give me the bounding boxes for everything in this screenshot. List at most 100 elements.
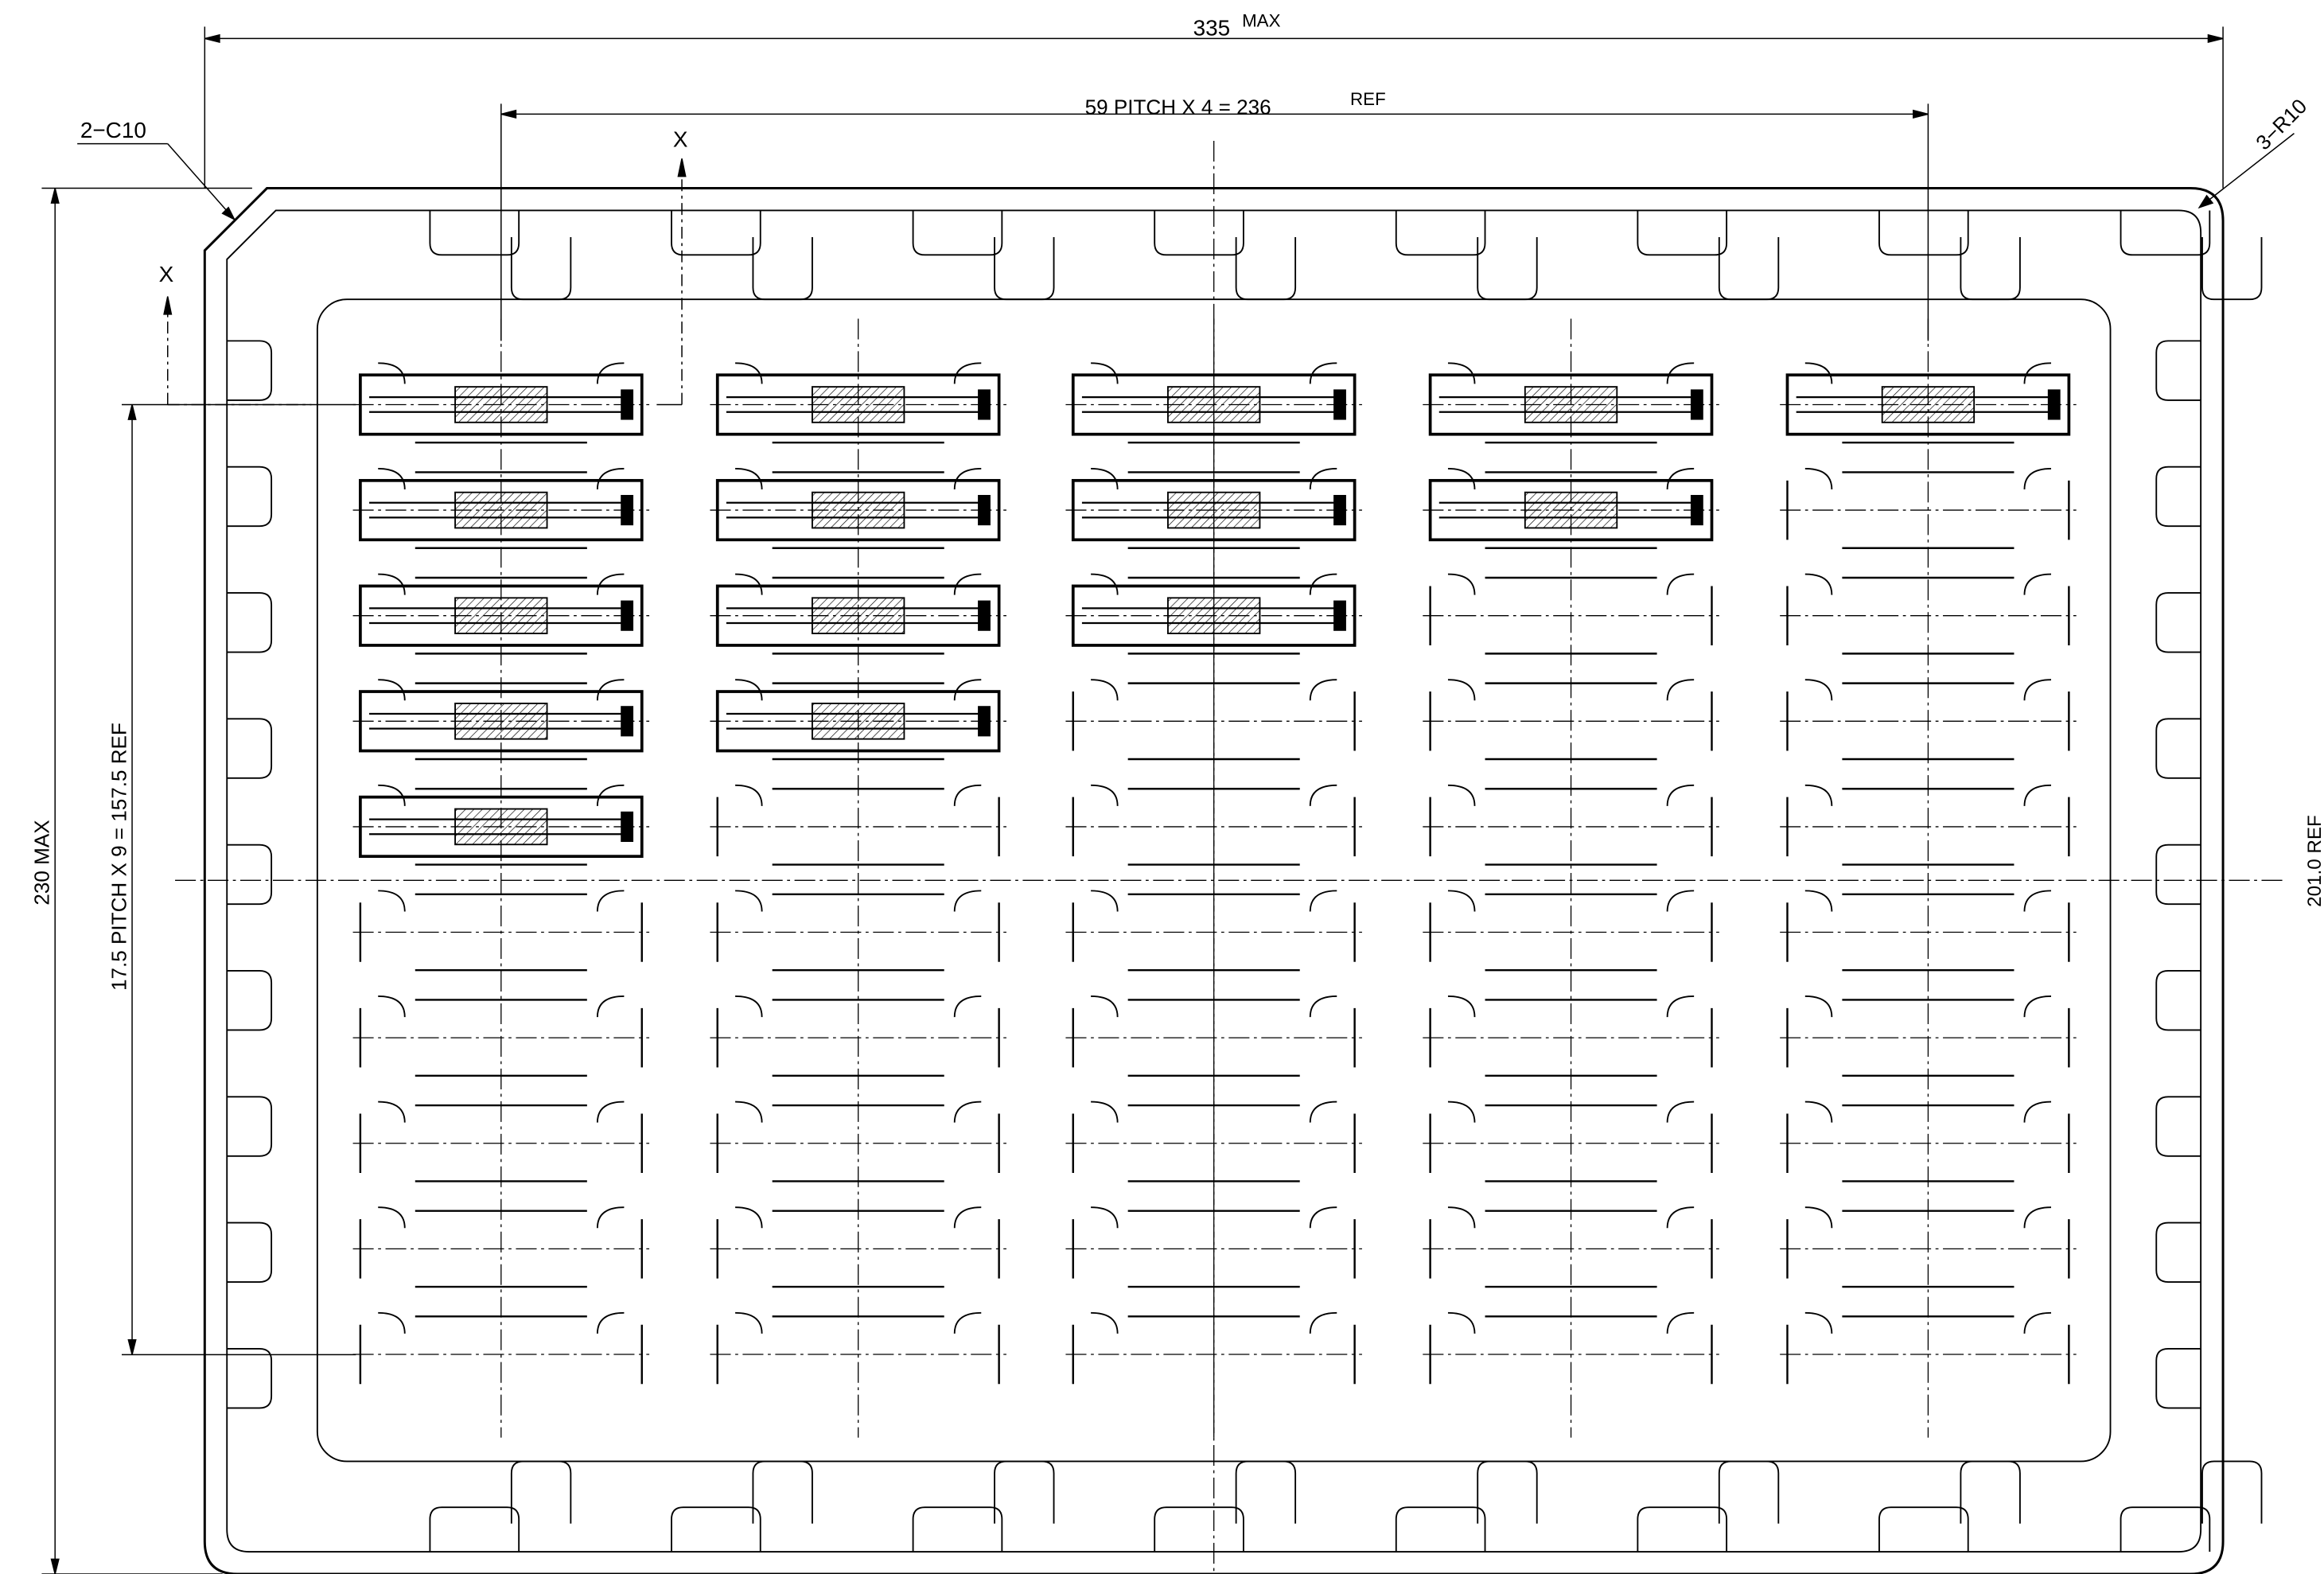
bottom-lug bbox=[1878, 1506, 1969, 1553]
loaded-part-body bbox=[359, 795, 644, 859]
loaded-part-body bbox=[359, 373, 644, 436]
cavity-corner-curves bbox=[1447, 362, 1695, 384]
top-lug bbox=[1395, 210, 1486, 256]
right-lug bbox=[2155, 718, 2201, 779]
loaded-part-hatched-label bbox=[1524, 386, 1618, 423]
right-lug bbox=[2155, 1096, 2201, 1157]
width-arrow-right bbox=[2207, 33, 2224, 44]
pitch-x-value: 59 PITCH X 4 = 236 bbox=[1085, 95, 1271, 119]
loaded-part-hatched-label bbox=[454, 597, 548, 634]
loaded-part-hatched-label bbox=[812, 386, 905, 423]
cavity-corner-curves bbox=[1447, 467, 1695, 490]
cavity-corner-curves bbox=[735, 890, 982, 912]
loaded-part-body bbox=[359, 584, 644, 647]
radius-leader-arrow bbox=[2197, 194, 2214, 209]
left-lug bbox=[227, 718, 273, 779]
cavity-side-walls bbox=[716, 902, 1000, 962]
cavity-corner-curves bbox=[378, 1311, 625, 1334]
left-lug bbox=[227, 843, 273, 906]
cavity-side-walls bbox=[1072, 1113, 1356, 1174]
perimeter-lugs bbox=[227, 210, 2263, 1553]
cavity-side-walls bbox=[1429, 1219, 1713, 1279]
cavity-corner-curves bbox=[378, 362, 625, 384]
cavity-corner-curves bbox=[735, 784, 982, 806]
loaded-part-connector bbox=[1690, 494, 1703, 526]
dimensions bbox=[41, 26, 2295, 1574]
overall-width-suffix: MAX bbox=[1242, 11, 1281, 31]
loaded-part-connector bbox=[978, 494, 991, 526]
top-lug-inner bbox=[752, 237, 813, 301]
cavity-corner-curves bbox=[1447, 890, 1695, 912]
top-lug bbox=[1637, 210, 1728, 256]
loaded-part-body bbox=[715, 478, 1001, 542]
cavity-side-walls bbox=[1072, 1007, 1356, 1068]
radius-label: 3−R10 bbox=[2251, 94, 2311, 154]
cavity-corner-curves bbox=[735, 1206, 982, 1229]
cavity-corner-curves bbox=[1091, 890, 1337, 912]
loaded-part-hatched-label bbox=[1167, 491, 1261, 529]
loaded-part-hatched-label bbox=[1167, 597, 1261, 634]
loaded-part-body bbox=[1428, 478, 1714, 542]
bottom-lug-inner bbox=[1718, 1460, 1780, 1524]
left-lug bbox=[227, 592, 273, 653]
left-lug bbox=[227, 1221, 273, 1284]
cavity-corner-curves bbox=[1447, 784, 1695, 806]
loaded-part-body bbox=[1071, 373, 1357, 436]
bottom-lug bbox=[1395, 1506, 1486, 1553]
cavity-corner-curves bbox=[378, 890, 625, 912]
loaded-part-body bbox=[359, 478, 644, 542]
loaded-part-hatched-label bbox=[812, 703, 905, 740]
loaded-part-hatched-label bbox=[812, 491, 905, 529]
top-lug bbox=[912, 210, 1003, 256]
cavity-side-walls bbox=[1786, 1113, 2070, 1174]
cavity-side-walls bbox=[1072, 692, 1356, 751]
loaded-part-connector bbox=[1690, 389, 1703, 420]
chamfer-label: 2−C10 bbox=[80, 118, 146, 142]
cavity-side-walls bbox=[1786, 692, 2070, 751]
loaded-part-hatched-label bbox=[1524, 491, 1618, 529]
cavity-corner-curves bbox=[378, 1101, 625, 1123]
loaded-part-body bbox=[359, 690, 644, 753]
loaded-part-hatched-label bbox=[1167, 386, 1261, 423]
cavity-corner-curves bbox=[1091, 784, 1337, 806]
right-edge-label: 201.0 REF bbox=[2304, 815, 2324, 907]
left-lug bbox=[227, 466, 273, 528]
cavity-corner-curves bbox=[735, 1311, 982, 1334]
cavity-side-walls bbox=[716, 1219, 1000, 1279]
cavity-corner-curves bbox=[1804, 679, 2052, 701]
cavity-corner-curves bbox=[1447, 1206, 1695, 1229]
cavity-side-walls bbox=[1429, 797, 1713, 857]
cavity-corner-curves bbox=[1804, 1206, 2052, 1229]
cavity-corner-curves bbox=[735, 573, 982, 595]
cavity-corner-curves bbox=[1091, 1311, 1337, 1334]
loaded-part-hatched-label bbox=[454, 386, 548, 423]
cavity-corner-curves bbox=[735, 679, 982, 701]
loaded-part-connector bbox=[1333, 600, 1346, 631]
cavity-corner-curves bbox=[735, 467, 982, 490]
section-mark-top: X bbox=[673, 127, 688, 151]
cavity-side-walls bbox=[359, 1113, 643, 1174]
pitch-y-label: 17.5 PITCH X 9 = 157.5 REF bbox=[107, 723, 131, 991]
bottom-lug bbox=[1154, 1506, 1244, 1553]
cavity-corner-curves bbox=[378, 1206, 625, 1229]
loaded-part-connector bbox=[621, 389, 634, 420]
top-lug bbox=[1878, 210, 1969, 256]
pitch-x-suffix: REF bbox=[1350, 89, 1386, 109]
loaded-part-hatched-label bbox=[454, 491, 548, 529]
top-lug-inner bbox=[2201, 237, 2263, 301]
cavity-corner-curves bbox=[1804, 784, 2052, 806]
bottom-lug bbox=[671, 1506, 761, 1553]
bottom-lug-inner bbox=[1235, 1460, 1297, 1524]
top-lug-inner bbox=[1718, 237, 1780, 301]
top-lug bbox=[1154, 210, 1244, 256]
cavity-corner-curves bbox=[1091, 1101, 1337, 1123]
left-lug bbox=[227, 340, 273, 401]
loaded-part-hatched-label bbox=[1881, 386, 1976, 423]
cavity-side-walls bbox=[716, 1324, 1000, 1385]
bottom-lug-inner bbox=[1960, 1460, 2021, 1524]
cavity-corner-curves bbox=[378, 679, 625, 701]
top-lug-inner bbox=[1960, 237, 2021, 301]
cavity-side-walls bbox=[1072, 902, 1356, 962]
tray-inner-edge bbox=[226, 209, 2202, 1553]
